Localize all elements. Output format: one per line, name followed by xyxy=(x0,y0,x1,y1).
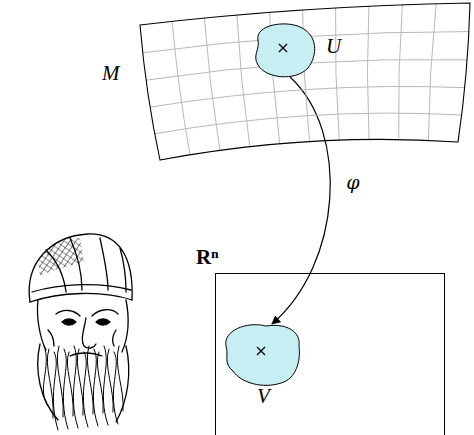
region-label: Rⁿ xyxy=(196,246,218,269)
beard-stroke xyxy=(67,352,73,416)
region-shape xyxy=(219,319,305,389)
manifold-sheet-shape xyxy=(0,0,474,170)
beard-stroke xyxy=(47,349,53,418)
beard-outline xyxy=(38,344,129,422)
region-label: U xyxy=(326,35,341,58)
beard-stroke xyxy=(77,349,83,415)
beard-stroke xyxy=(117,346,123,411)
region-label: V xyxy=(257,385,270,408)
beard-stroke xyxy=(107,349,113,412)
map-arrow xyxy=(272,77,330,324)
open-set-region: U xyxy=(250,18,322,82)
beard-stroke xyxy=(87,346,93,414)
manifold-sheet: MU xyxy=(0,0,474,170)
euclidean-space-box: RⁿV xyxy=(215,273,445,435)
beard-stroke xyxy=(57,346,63,417)
beard-stroke xyxy=(97,352,103,413)
region-label: M xyxy=(102,62,120,85)
image-region: V xyxy=(219,319,305,389)
map-label: φ xyxy=(346,172,359,193)
region-shape xyxy=(250,18,322,82)
